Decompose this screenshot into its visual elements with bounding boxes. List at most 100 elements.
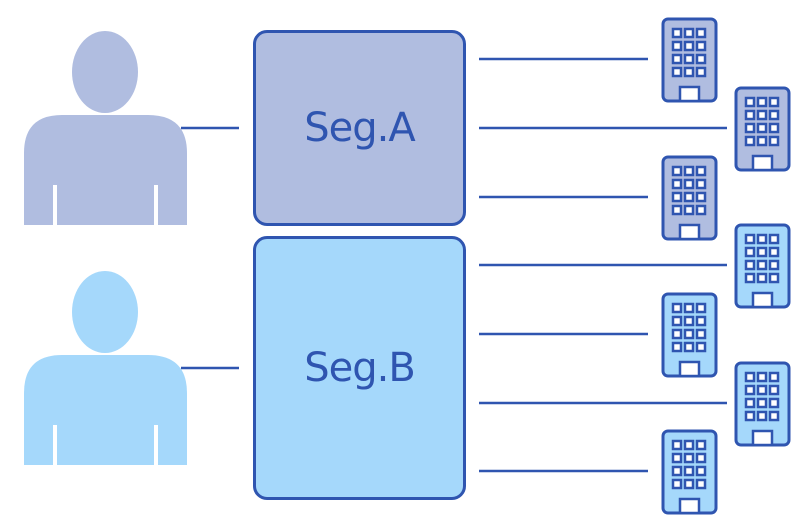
building-window [695, 315, 707, 327]
building-window [768, 96, 780, 108]
building-window [683, 439, 695, 451]
building-window [695, 53, 707, 65]
segment-b-box: Seg.B [253, 236, 466, 500]
person-body [24, 115, 187, 225]
building-icon [661, 155, 718, 241]
building-window [683, 341, 695, 353]
building-window [683, 66, 695, 78]
building-window [768, 122, 780, 134]
person-head [72, 271, 138, 353]
building-window [671, 439, 683, 451]
building-window [695, 191, 707, 203]
building-window [768, 397, 780, 409]
building-icon [734, 361, 791, 447]
building-icon [661, 292, 718, 378]
building-window [683, 165, 695, 177]
building-window [695, 452, 707, 464]
building-window [671, 328, 683, 340]
building-door [751, 291, 774, 309]
building-window [744, 109, 756, 121]
building-window [756, 272, 768, 284]
building-window [756, 233, 768, 245]
building-window [683, 465, 695, 477]
building-window [671, 191, 683, 203]
person-body [24, 355, 187, 465]
building-window [744, 259, 756, 271]
building-window [768, 259, 780, 271]
building-door [678, 360, 701, 378]
building-window [683, 302, 695, 314]
building-window [671, 465, 683, 477]
building-window [683, 27, 695, 39]
building-window [744, 410, 756, 422]
building-window [756, 371, 768, 383]
building-window [683, 191, 695, 203]
building-window [744, 135, 756, 147]
building-window [695, 40, 707, 52]
building-icon [734, 86, 791, 172]
building-window [744, 233, 756, 245]
building-window [744, 397, 756, 409]
building-window [756, 410, 768, 422]
building-window [695, 478, 707, 490]
building-icon [661, 429, 718, 515]
building-window [683, 204, 695, 216]
segment-a-label: Seg.A [304, 105, 415, 151]
building-window [756, 96, 768, 108]
building-window [768, 109, 780, 121]
building-window [671, 27, 683, 39]
building-window [695, 178, 707, 190]
building-window [768, 410, 780, 422]
building-window [671, 478, 683, 490]
building-door [751, 154, 774, 172]
building-window [671, 204, 683, 216]
building-window [756, 397, 768, 409]
person-segment-a-icon [24, 31, 187, 225]
building-window [695, 165, 707, 177]
building-window [695, 341, 707, 353]
building-window [683, 328, 695, 340]
building-window [695, 328, 707, 340]
building-window [671, 178, 683, 190]
building-window [756, 259, 768, 271]
person-segment-b-icon [24, 271, 187, 465]
building-window [695, 439, 707, 451]
building-window [768, 233, 780, 245]
building-door [678, 497, 701, 515]
building-door [678, 85, 701, 103]
building-window [756, 246, 768, 258]
building-window [768, 135, 780, 147]
building-window [671, 40, 683, 52]
building-window [683, 452, 695, 464]
building-window [671, 66, 683, 78]
building-window [671, 165, 683, 177]
building-window [671, 53, 683, 65]
building-window [768, 272, 780, 284]
building-window [744, 272, 756, 284]
building-window [683, 478, 695, 490]
building-window [683, 53, 695, 65]
building-icon [734, 223, 791, 309]
building-window [744, 96, 756, 108]
building-window [744, 246, 756, 258]
building-window [671, 452, 683, 464]
building-window [744, 384, 756, 396]
building-window [756, 384, 768, 396]
building-window [695, 302, 707, 314]
building-window [768, 371, 780, 383]
building-window [671, 315, 683, 327]
person-head [72, 31, 138, 113]
building-door [678, 223, 701, 241]
building-window [683, 40, 695, 52]
building-door [751, 429, 774, 447]
building-window [695, 27, 707, 39]
building-window [756, 109, 768, 121]
segment-b-label: Seg.B [304, 345, 416, 391]
segment-a-box: Seg.A [253, 30, 466, 226]
building-window [695, 66, 707, 78]
building-window [756, 122, 768, 134]
building-window [695, 204, 707, 216]
building-window [768, 384, 780, 396]
building-window [683, 178, 695, 190]
